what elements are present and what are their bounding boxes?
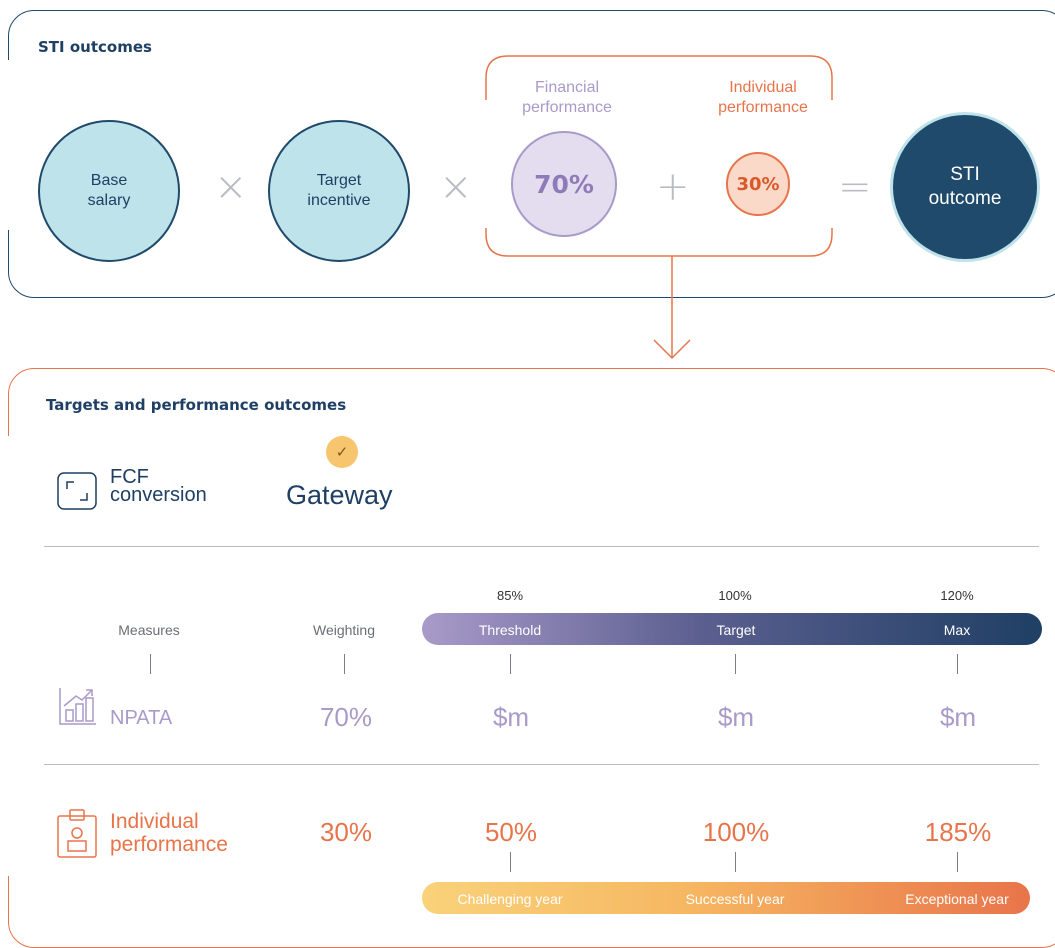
npata-label: NPATA bbox=[110, 707, 173, 729]
target-incentive-label: Target incentive bbox=[307, 172, 371, 209]
threshold-label: Threshold bbox=[478, 622, 542, 638]
fcf-conversion-icon bbox=[57, 472, 97, 510]
max-pct: 120% bbox=[940, 588, 974, 603]
down-arrow-icon bbox=[653, 256, 691, 360]
individual-pct: 30% bbox=[736, 173, 780, 195]
sti-outcome-label: STI outcome bbox=[928, 164, 1002, 209]
tick bbox=[957, 654, 958, 674]
check-icon: ✓ bbox=[326, 436, 358, 468]
divider bbox=[44, 546, 1039, 547]
tick bbox=[957, 852, 958, 872]
target-pct: 100% bbox=[718, 588, 752, 603]
threshold-pct: 85% bbox=[496, 588, 524, 603]
target-label: Target bbox=[716, 622, 756, 638]
id-badge-icon bbox=[57, 809, 97, 858]
fcf-conversion-label: FCF conversion bbox=[110, 466, 207, 506]
performance-bracket bbox=[485, 55, 833, 257]
base-salary-circle: Base salary bbox=[38, 120, 180, 262]
tick bbox=[735, 852, 736, 872]
panel-gap bbox=[0, 436, 12, 876]
year-scale-bar bbox=[422, 882, 1030, 914]
individual-threshold-value: 50% bbox=[484, 817, 538, 847]
individual-performance-label: Individual performance bbox=[718, 79, 808, 116]
successful-year-label: Successful year bbox=[685, 891, 785, 907]
equals-icon: = bbox=[838, 164, 872, 210]
financial-pct-circle: 70% bbox=[511, 131, 617, 237]
individual-pct-circle: 30% bbox=[726, 152, 790, 216]
multiply-icon: × bbox=[214, 164, 248, 210]
financial-performance-label: Financial performance bbox=[522, 79, 612, 116]
tick bbox=[735, 654, 736, 674]
max-label: Max bbox=[943, 622, 971, 638]
tick bbox=[510, 852, 511, 872]
sti-outcomes-title: STI outcomes bbox=[38, 38, 152, 56]
sti-outcome-circle: STI outcome bbox=[890, 112, 1040, 262]
targets-panel bbox=[8, 368, 1055, 948]
challenging-year-label: Challenging year bbox=[457, 891, 563, 907]
npata-threshold-value: $m bbox=[492, 702, 530, 732]
npata-weight: 70% bbox=[319, 702, 373, 732]
base-salary-label: Base salary bbox=[87, 172, 131, 209]
tick bbox=[344, 654, 345, 674]
individual-weight: 30% bbox=[319, 817, 373, 847]
financial-pct: 70% bbox=[534, 169, 594, 199]
multiply-icon: × bbox=[439, 164, 473, 210]
plus-icon: + bbox=[656, 164, 690, 210]
tick bbox=[150, 654, 151, 674]
gateway-label: Gateway bbox=[286, 480, 393, 510]
targets-title: Targets and performance outcomes bbox=[46, 396, 347, 414]
performance-scale-bar bbox=[422, 613, 1042, 645]
npata-target-value: $m bbox=[717, 702, 755, 732]
measures-header: Measures bbox=[118, 622, 180, 638]
divider bbox=[44, 764, 1039, 765]
individual-target-value: 100% bbox=[702, 817, 770, 847]
weighting-header: Weighting bbox=[312, 622, 375, 638]
individual-performance-measure: Individual performance bbox=[110, 810, 228, 856]
exceptional-year-label: Exceptional year bbox=[905, 891, 1009, 907]
chart-growth-icon bbox=[59, 688, 96, 725]
tick bbox=[510, 654, 511, 674]
individual-max-value: 185% bbox=[924, 817, 992, 847]
npata-max-value: $m bbox=[939, 702, 977, 732]
panel-gap bbox=[0, 60, 12, 230]
target-incentive-circle: Target incentive bbox=[268, 120, 410, 262]
